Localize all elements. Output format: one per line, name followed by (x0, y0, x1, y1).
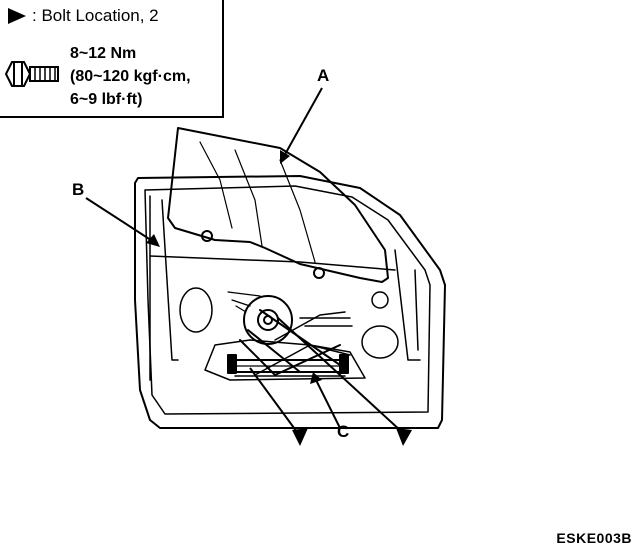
callout-c: C (337, 422, 350, 441)
arrowhead-a (280, 150, 290, 164)
callout-b: B (72, 180, 85, 199)
leader-c (314, 377, 341, 429)
arrowhead-c (310, 372, 322, 384)
triangle-arrow-icon (8, 8, 26, 24)
leader-bolt-right (277, 317, 403, 433)
torque-kgf: (80~120 kgf·cm, (70, 68, 191, 85)
triangle-arrow-icon (292, 428, 308, 446)
leader-b (85, 197, 158, 245)
legend-box: : Bolt Location, 2 8~12 Nm (80~120 kgf·c… (0, 0, 224, 118)
torque-lbf: 6~9 lbf·ft) (70, 91, 143, 108)
leader-bolt-left (249, 367, 298, 433)
torque-spec: 8~12 Nm (80~120 kgf·cm, 6~9 lbf·ft) (70, 42, 191, 111)
door-frame (134, 175, 446, 429)
bolt-icon (4, 61, 59, 87)
bolt-location-label: : Bolt Location, 2 (32, 6, 159, 25)
window-glass (167, 127, 389, 283)
figure-code: ESKE003B (556, 530, 632, 546)
beltline (149, 255, 396, 271)
regulator-pulley (243, 295, 293, 345)
arrowhead-b (146, 234, 160, 247)
leader-a (282, 87, 323, 159)
torque-nm: 8~12 Nm (70, 45, 137, 62)
callout-a: A (317, 66, 330, 85)
bolt-location-legend: : Bolt Location, 2 (8, 6, 159, 26)
triangle-arrow-icon (396, 428, 412, 446)
